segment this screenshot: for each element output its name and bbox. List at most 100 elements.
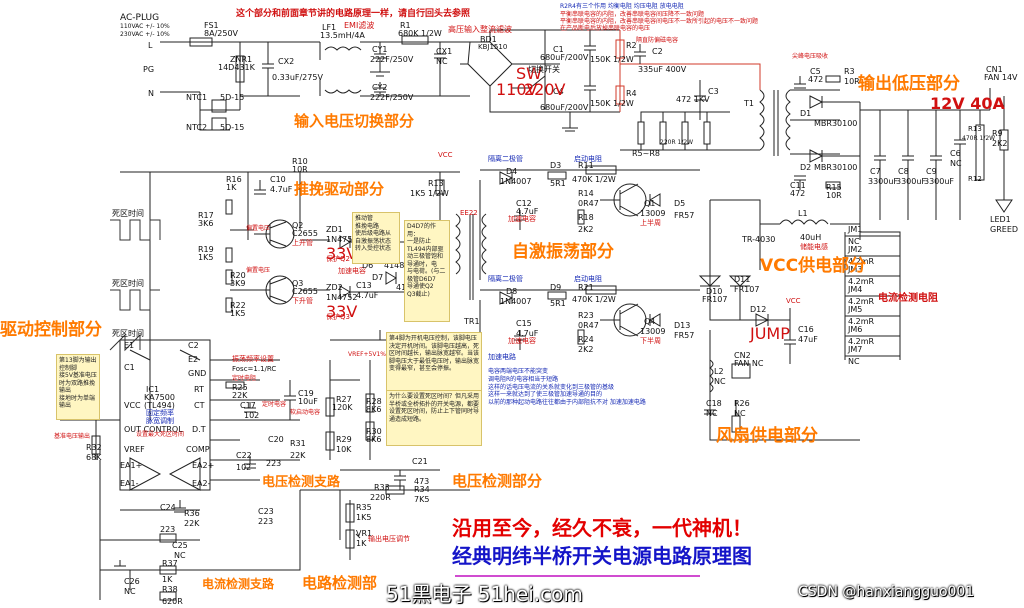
- r21-label: R21: [578, 283, 594, 292]
- l-pin-label: L: [148, 41, 153, 50]
- jm2-value: 4.2mR: [848, 257, 875, 266]
- d8-value: 1N4007: [500, 297, 532, 306]
- q1-label: Q1: [644, 199, 656, 208]
- d11-label: D11: [734, 275, 751, 284]
- cy2-label: CY2: [372, 83, 388, 92]
- r28-value: 8K6: [366, 405, 382, 414]
- slogan-line-1: 沿用至今，经久不衰，一代神机！: [452, 516, 752, 540]
- r13-label: R13: [428, 179, 444, 188]
- r20-label: R20: [230, 271, 246, 280]
- emi-label: EMI滤波: [344, 21, 375, 30]
- pin-ea1-minus: EA1-: [120, 479, 139, 488]
- r26-value: NC: [734, 409, 746, 418]
- r23-value: 0R47: [578, 321, 599, 330]
- c23-label: C23: [258, 507, 274, 516]
- r33-value: 220R: [370, 493, 391, 502]
- d3-label: D3: [550, 161, 562, 170]
- d11-value: FR107: [734, 285, 760, 294]
- r3-value: 10R: [844, 77, 860, 86]
- r12-label: R12: [968, 175, 982, 183]
- jm3-value: 4.2mR: [848, 277, 875, 286]
- r34-label: R34: [414, 485, 430, 494]
- c17-value: 102: [244, 411, 260, 420]
- r1-label: R1: [400, 21, 411, 30]
- r18-label: R18: [578, 213, 594, 222]
- r15-label: R15: [826, 183, 842, 192]
- ntc1-value: 5D-15: [220, 93, 245, 102]
- fosc-formula: Fosc=1.1/RC: [232, 365, 277, 373]
- d1-value: MBR30100: [814, 119, 858, 128]
- fs1-value: 8A/250V: [204, 29, 238, 38]
- c10-label: C10: [270, 175, 286, 184]
- q2-value: C2655: [292, 229, 318, 238]
- drive-control-section: 驱动控制部分: [0, 320, 102, 340]
- pg-pin-label: PG: [143, 65, 155, 74]
- vr1-note: 输出电压调节: [368, 535, 410, 543]
- pin-c2: C2: [188, 341, 199, 350]
- t1-label: T1: [744, 99, 754, 108]
- pin-dt: D.T: [192, 425, 206, 434]
- jm3-label: JM3: [848, 265, 863, 274]
- r25-value: 22K: [232, 391, 248, 400]
- zd1-voltage: 33V: [326, 244, 358, 263]
- vcc-supply-wires: [698, 199, 860, 441]
- ac-plug-label: AC-PLUG: [120, 13, 160, 23]
- push-drive-section: 推挽驱动部分: [294, 180, 385, 198]
- main-transformer-wires: [759, 75, 861, 240]
- r17-label: R17: [198, 211, 214, 220]
- znr1-label: ZNR1: [230, 55, 253, 64]
- r19-label: R19: [198, 245, 214, 254]
- c7-value: 3300uF: [868, 177, 899, 186]
- cn1-label: CN1: [986, 65, 1003, 74]
- ic1-alt: (TL494): [144, 401, 175, 410]
- c2-note: 隔直防偏磁电容: [636, 37, 679, 44]
- q2-role: 上升管: [292, 239, 313, 247]
- zd2-value: 1N4752: [326, 293, 358, 302]
- r22-value: 1K5: [230, 309, 246, 318]
- c25-value: NC: [174, 551, 186, 560]
- zd1-value: 1N4752: [326, 235, 358, 244]
- protect-q2-label: 保护Q2: [326, 255, 350, 263]
- c25-label: C25: [172, 541, 188, 550]
- cx2-label: CX2: [278, 57, 295, 66]
- jm6-value: 4.2mR: [848, 337, 875, 346]
- iso-diode-label-1: 隔离二极管: [488, 155, 523, 163]
- pin-e1: E1: [124, 341, 135, 350]
- led1-label: LED1: [990, 215, 1011, 224]
- timing-r-label: 定时电阻: [232, 375, 257, 382]
- d10-label: D10: [706, 287, 723, 296]
- ee22-label: EE22: [460, 209, 478, 217]
- voltage-branch-label: 电压检测支路: [262, 475, 341, 490]
- r33-label: R33: [374, 483, 390, 492]
- r9-label: R9: [992, 129, 1003, 138]
- r27-label: R27: [336, 395, 352, 404]
- d9-label: D9: [550, 283, 562, 292]
- q4-value: 13009: [640, 327, 666, 336]
- zd2-voltage: 33V: [326, 302, 358, 321]
- d13-label: D13: [674, 321, 691, 330]
- csdn-watermark: CSDN @hanxiangguo001: [798, 584, 975, 600]
- r4-label: R4: [626, 89, 637, 98]
- slogan-line-2: 经典明纬半桥开关电源电路原理图: [452, 544, 752, 568]
- r5r8-value: 220R 1/2W: [660, 139, 694, 146]
- pin-vref: VREF: [124, 445, 145, 454]
- c22-label: C22: [236, 451, 252, 460]
- c21-value: 473: [414, 477, 430, 486]
- fan-supply-section: 风扇供电部分: [716, 426, 818, 446]
- r16-label: R16: [226, 175, 242, 184]
- r37-label: R37: [162, 559, 178, 568]
- r36-label: R36: [184, 509, 200, 518]
- r20-value: 3K9: [230, 279, 246, 288]
- r35-value: 1K5: [356, 513, 372, 522]
- vref-tag-1: VREF+5V1%: [348, 351, 386, 358]
- r1-value: 680K 1/2W: [398, 29, 442, 38]
- r14-label: R14: [578, 189, 594, 198]
- r11-value: 470K 1/2W: [572, 175, 616, 184]
- c24-label: C24: [160, 503, 176, 512]
- dead-time-why-note: 为什么要设置死区时间？但凡采用半桥或全桥拓扑的开关电源，都要设置死区时间，防止上…: [386, 390, 482, 446]
- pin-comp: COMP: [186, 445, 210, 454]
- d4-value: 1N4007: [500, 177, 532, 186]
- startup-r-label-1: 启动电阻: [574, 155, 602, 163]
- l1-label: L1: [798, 209, 808, 218]
